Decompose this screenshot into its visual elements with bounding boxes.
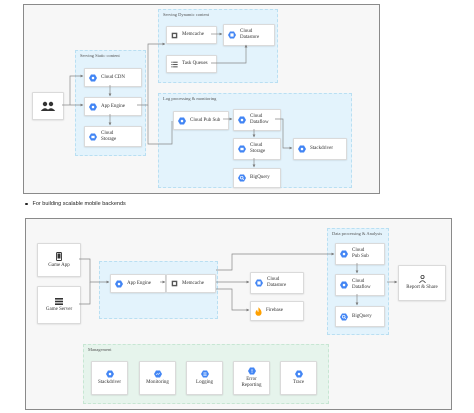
cloud-storage-log-node: Cloud Storage — [233, 138, 281, 160]
connector — [216, 252, 335, 271]
app-engine-icon — [89, 103, 97, 111]
node-label: Cloud Pub Sub — [190, 117, 221, 123]
node-label: Memcache — [182, 32, 204, 38]
cloud-pub-sub-node: Cloud Pub Sub — [335, 243, 385, 265]
group-label: Serving Dynamic content — [163, 12, 209, 17]
monitoring-tool: Monitoring — [139, 361, 176, 395]
cloud-dataflow-node: Cloud Dataflow — [335, 274, 385, 296]
group-label: Management — [88, 347, 112, 352]
connector — [79, 258, 110, 284]
app-engine-node: App Engine — [110, 274, 166, 293]
list-icon — [171, 61, 178, 68]
cloud-datastore-icon — [255, 279, 263, 287]
bigquery-node: BigQuery — [335, 306, 385, 327]
users-node — [32, 92, 64, 120]
error-reporting-icon — [247, 367, 256, 375]
node-label: Cloud Storage — [101, 130, 117, 142]
cloud-cdn-icon — [89, 74, 97, 82]
game-server-node: Game Server — [37, 286, 81, 324]
node-label: Cloud CDN — [101, 74, 126, 80]
cloud-datastore-node: Cloud Datastore — [250, 272, 304, 294]
cloud-dataflow-icon — [340, 281, 348, 289]
cloud-dataflow-icon — [238, 116, 246, 124]
memcache-icon — [171, 280, 178, 287]
connector — [69, 74, 84, 105]
game-app-node: Game App — [37, 243, 81, 277]
memcache-icon — [171, 32, 178, 39]
app-engine-icon — [115, 280, 123, 288]
stackdriver-tool: Stackdriver — [91, 361, 128, 395]
server-icon — [55, 297, 63, 305]
connector — [147, 105, 173, 145]
connector — [275, 118, 293, 150]
node-label: Error Reporting — [241, 377, 262, 388]
task-queues-node: Task Queues — [166, 55, 217, 73]
node-label: App Engine — [101, 103, 126, 109]
cloud-dataflow-node: Cloud Dataflow — [233, 109, 281, 131]
caption-text: For building scalable mobile backends — [32, 201, 126, 207]
node-label: Task Queues — [182, 61, 208, 67]
node-label: Cloud Dataflow — [250, 114, 269, 125]
cloud-storage-icon — [238, 145, 246, 153]
node-label: Game App — [48, 262, 70, 268]
bullet-icon — [25, 202, 28, 206]
node-label: Cloud Pub Sub — [352, 248, 369, 259]
report-share-node: Report & Share — [398, 265, 446, 301]
cloud-pub-sub-icon — [178, 117, 186, 125]
cloud-storage-icon — [89, 133, 97, 141]
node-label: Stackdriver — [97, 380, 122, 386]
node-label: Cloud Storage — [250, 143, 266, 154]
cloud-datastore-node: Cloud Datastore — [223, 24, 275, 46]
connector — [211, 44, 248, 64]
connector — [79, 282, 91, 305]
node-label: Cloud Datastore — [240, 29, 260, 40]
node-label: Trace — [292, 380, 305, 386]
logging-tool: Logging — [186, 361, 223, 395]
group-label: Serving Static content — [80, 53, 120, 58]
node-label: Cloud Datastore — [267, 277, 287, 288]
bigquery-node: BigQuery — [233, 168, 281, 188]
stackdriver-icon — [298, 145, 306, 153]
firebase-icon — [255, 306, 262, 316]
memcache-node: Memcache — [166, 26, 217, 44]
node-label: Game Server — [45, 306, 73, 312]
app-engine-node: App Engine — [84, 97, 142, 116]
group-label: Log processing & monitoring — [163, 96, 217, 101]
group-label: Data processing & Analysis — [332, 231, 383, 236]
person-icon — [418, 275, 426, 284]
cloud-datastore-icon — [228, 31, 236, 39]
memcache-node: Memcache — [166, 274, 216, 293]
cloud-pub-sub-icon — [340, 250, 348, 258]
node-label: Firebase — [266, 308, 283, 314]
stackdriver-icon — [105, 370, 114, 378]
node-label: Report & Share — [406, 285, 438, 291]
cloud-cdn-node: Cloud CDN — [84, 68, 142, 87]
monitoring-icon — [153, 370, 162, 378]
node-label: App Engine — [127, 280, 152, 286]
logging-icon — [200, 370, 209, 378]
cloud-storage-node: Cloud Storage — [84, 126, 142, 147]
error-reporting-tool: Error Reporting — [233, 361, 270, 395]
connector — [216, 288, 250, 312]
node-label: Cloud Dataflow — [352, 279, 371, 290]
node-label: BigQuery — [250, 175, 270, 181]
stackdriver-node: Stackdriver — [293, 138, 347, 160]
node-label: Logging — [196, 380, 213, 386]
users-icon — [40, 101, 56, 111]
node-label: Monitoring — [146, 380, 169, 386]
node-label: Memcache — [182, 280, 204, 286]
bigquery-icon — [340, 313, 348, 321]
connector — [137, 42, 166, 106]
trace-tool: Trace — [280, 361, 317, 395]
bigquery-icon — [238, 174, 246, 182]
node-label: Stackdriver — [310, 146, 334, 152]
trace-icon — [294, 370, 303, 378]
firebase-node: Firebase — [250, 301, 304, 321]
section-caption: For building scalable mobile backends — [25, 201, 126, 207]
phone-icon — [56, 251, 62, 261]
node-label: BigQuery — [352, 313, 372, 319]
cloud-pub-sub-node: Cloud Pub Sub — [173, 111, 229, 130]
